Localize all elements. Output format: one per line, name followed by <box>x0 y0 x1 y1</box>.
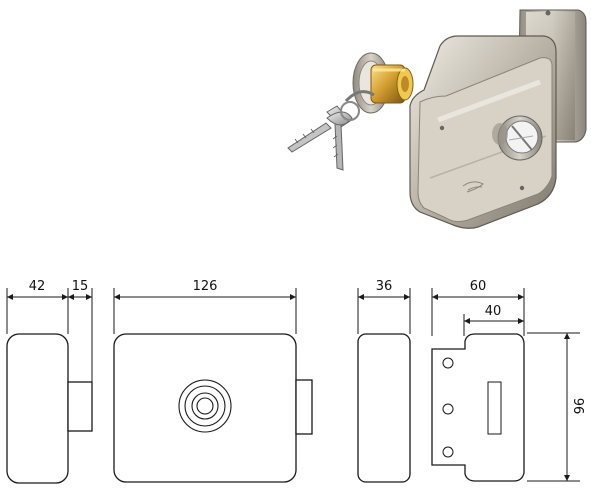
dimension-label-60: 60 <box>470 279 487 294</box>
lock-main-body <box>409 35 557 229</box>
narrow-profile-view <box>357 333 411 483</box>
strike-slot <box>487 381 502 435</box>
mounting-hole-bottom <box>442 446 454 458</box>
side-profile-view <box>6 333 93 484</box>
dimension-label-126: 126 <box>193 279 218 294</box>
product-illustration <box>287 9 587 229</box>
dimension-label-15: 15 <box>72 279 89 294</box>
front-view <box>113 333 313 483</box>
mounting-hole-top <box>442 357 454 369</box>
brand-mark <box>462 181 484 193</box>
front-body-outline <box>113 333 297 483</box>
mounting-hole-middle <box>442 403 454 415</box>
cylinder-inner-ring <box>191 392 219 420</box>
bolt-outline <box>67 381 93 432</box>
keys <box>287 90 375 171</box>
dimension-labels: 42 15 126 36 60 40 96 <box>29 279 585 414</box>
cylinder-core <box>196 397 214 415</box>
key-front <box>287 111 353 153</box>
back-view <box>431 333 525 482</box>
cylinder-outer-ring <box>178 379 232 433</box>
dimension-label-96: 96 <box>570 398 585 415</box>
front-bolt-outline <box>295 379 313 435</box>
cylinder-middle-ring <box>184 385 226 427</box>
back-plate-outline <box>431 333 525 482</box>
technical-drawing: 42 15 126 36 60 40 96 <box>6 279 585 484</box>
narrow-profile-outline <box>357 333 411 483</box>
brass-cylinder <box>352 52 414 114</box>
side-body-outline <box>6 333 69 484</box>
dimension-label-42: 42 <box>29 279 46 294</box>
dimension-label-36: 36 <box>376 279 393 294</box>
front-cylinder <box>492 115 543 161</box>
dimension-label-40: 40 <box>485 304 502 319</box>
dimension-lines <box>7 294 570 481</box>
